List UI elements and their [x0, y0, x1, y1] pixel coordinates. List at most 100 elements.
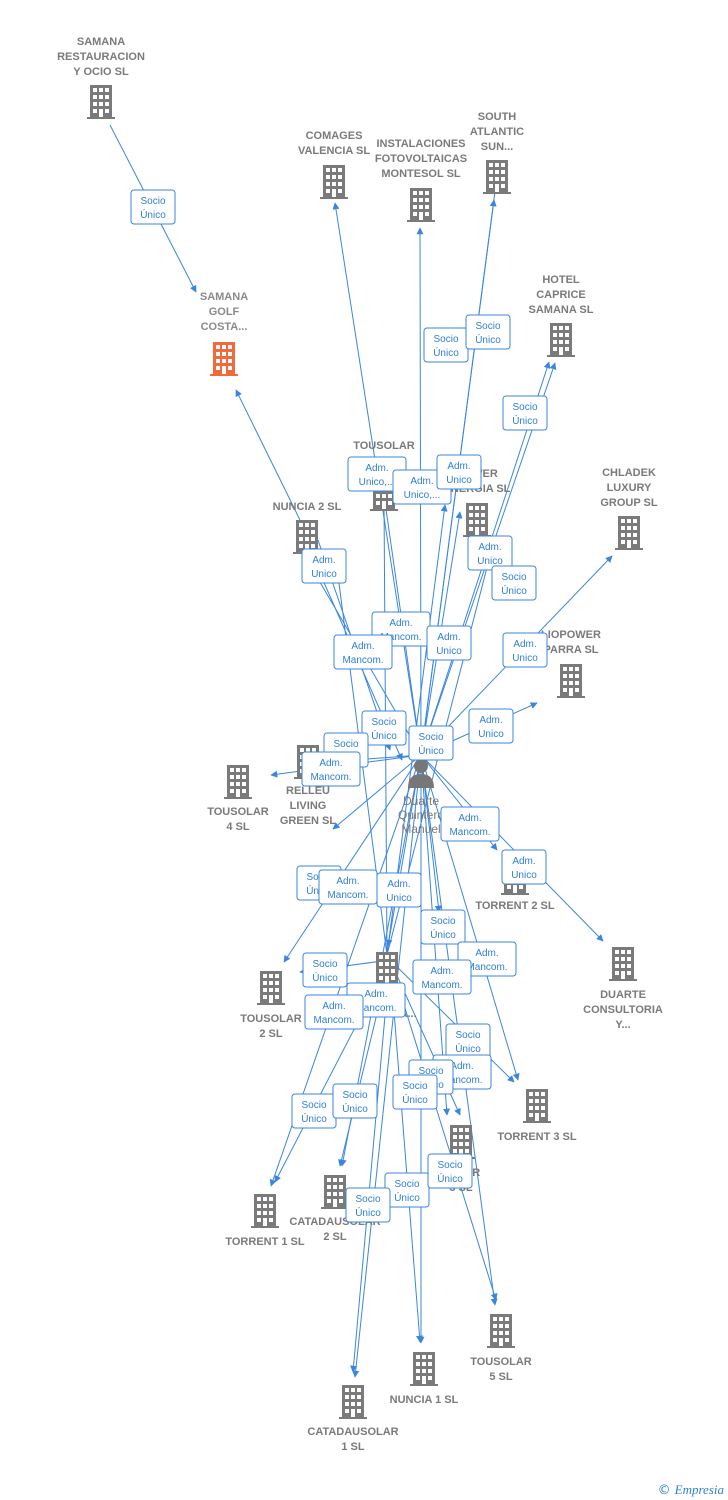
person-name-label[interactable]: Manuel — [401, 822, 440, 836]
relation-label-box[interactable]: Adm.Unico — [301, 548, 347, 584]
company-name-label[interactable]: Y OCIO SL — [73, 66, 129, 78]
company-node-nuncia1[interactable]: NUNCIA 1 SL — [390, 1352, 459, 1406]
company-name-label[interactable]: 2 SL — [259, 1028, 283, 1040]
relation-label-box[interactable]: Adm.Unico — [426, 625, 472, 661]
company-node-comages[interactable]: COMAGES VALENCIA SL — [298, 130, 370, 199]
relation-label-box[interactable]: Adm.Mancom. — [304, 994, 364, 1030]
company-name-label[interactable]: SUN... — [481, 141, 513, 153]
relation-label-box[interactable]: Adm.Mancom. — [333, 634, 393, 670]
company-name-label[interactable]: TOUSOLAR — [353, 440, 415, 452]
company-name-label[interactable]: LIVING — [290, 800, 327, 812]
company-node-instalaciones[interactable]: INSTALACIONES FOTOVOLTAICAS MONTESOL SL — [375, 138, 467, 222]
company-name-label[interactable]: PARRA SL — [544, 644, 599, 656]
company-name-label[interactable]: CHLADEK — [602, 467, 656, 479]
company-name-label[interactable]: RELLEU — [286, 785, 330, 797]
building-icon[interactable] — [410, 1352, 438, 1386]
building-icon[interactable] — [321, 1175, 349, 1209]
company-node-chladek[interactable]: CHLADEK LUXURY GROUP SL — [600, 467, 658, 550]
company-name-label[interactable]: COSTA... — [201, 321, 248, 333]
building-icon[interactable] — [463, 503, 491, 537]
company-name-label[interactable]: LIOPOWER — [541, 629, 601, 641]
company-name-label[interactable]: LUXURY — [607, 482, 652, 494]
person-name-label[interactable]: Duarte — [403, 794, 439, 808]
company-name-label[interactable]: INSTALACIONES — [376, 138, 465, 150]
company-name-label[interactable]: SAMANA — [200, 291, 248, 303]
company-name-label[interactable]: CONSULTORIA — [583, 1004, 663, 1016]
company-node-torrent1[interactable]: TORRENT 1 SL — [225, 1194, 305, 1248]
company-name-label[interactable]: DUARTE — [600, 989, 646, 1001]
company-name-label[interactable]: TOUSOLAR — [207, 806, 269, 818]
company-name-label[interactable]: CATADAUSOLAR — [307, 1426, 398, 1438]
company-name-label[interactable]: 5 SL — [489, 1371, 513, 1383]
building-icon[interactable] — [257, 971, 285, 1005]
company-node-south-atlantic[interactable]: SOUTHATLANTICSUN... — [470, 111, 524, 194]
company-node-tousolar-top[interactable]: TOUSOLAR — [353, 440, 415, 511]
relation-label-box[interactable]: Adm.Mancom. — [412, 959, 472, 995]
company-name-label[interactable]: MONTESOL SL — [381, 168, 461, 180]
building-icon[interactable] — [523, 1089, 551, 1123]
building-icon[interactable] — [609, 947, 637, 981]
relation-label-box[interactable]: Adm.Unico — [468, 708, 514, 744]
company-name-label[interactable]: RESTAURACION — [57, 51, 145, 63]
building-icon[interactable] — [339, 1385, 367, 1419]
company-node-nuncia2[interactable]: NUNCIA 2 SL — [273, 501, 342, 554]
company-name-label[interactable]: 1 SL — [341, 1441, 365, 1453]
building-icon[interactable] — [373, 952, 401, 986]
relation-label-box[interactable]: Adm.Unico — [436, 454, 482, 490]
company-name-label[interactable]: TORRENT 3 SL — [497, 1131, 577, 1143]
building-icon[interactable] — [483, 160, 511, 194]
building-icon[interactable] — [547, 323, 575, 357]
building-icon[interactable] — [251, 1194, 279, 1228]
company-name-label[interactable]: FOTOVOLTAICAS — [375, 153, 467, 165]
relation-label-box[interactable]: Adm.Unico — [467, 535, 513, 571]
company-name-label[interactable]: SAMANA SL — [529, 304, 594, 316]
company-name-label[interactable]: CAPRICE — [536, 289, 586, 301]
building-icon[interactable] — [487, 1314, 515, 1348]
company-node-hotel-caprice[interactable]: HOTEL CAPRICE SAMANA SL — [529, 274, 594, 357]
company-node-torrent3[interactable]: TORRENT 3 SL — [497, 1089, 577, 1143]
company-name-label[interactable]: ATLANTIC — [470, 126, 524, 138]
relation-label-box[interactable]: Adm.Mancom. — [457, 941, 517, 977]
building-icon[interactable] — [557, 664, 585, 698]
company-name-label[interactable]: TORRENT 1 SL — [225, 1236, 305, 1248]
building-icon[interactable] — [615, 516, 643, 550]
company-name-label[interactable]: Y... — [615, 1019, 630, 1031]
relation-label-box[interactable]: Adm.Unico — [376, 872, 422, 908]
company-name-label[interactable]: VALENCIA SL — [298, 145, 370, 157]
company-name-label[interactable]: 2 SL — [323, 1231, 347, 1243]
company-node-duarte-consultoria[interactable]: DUARTE CONSULTORIA Y... — [583, 947, 663, 1031]
company-node-relleu[interactable]: RELLEU LIVING GREEN SL — [280, 745, 337, 827]
company-name-label[interactable]: COMAGES — [306, 130, 363, 142]
company-node-catadausolar1[interactable]: CATADAUSOLAR 1 SL — [307, 1385, 399, 1453]
company-name-label[interactable]: GROUP SL — [600, 497, 658, 509]
company-name-label[interactable]: TORRENT 2 SL — [475, 900, 555, 912]
brand-watermark[interactable]: ©Empresia — [658, 1482, 724, 1498]
company-name-label[interactable]: HOTEL — [542, 274, 580, 286]
company-name-label[interactable]: GREEN SL — [280, 815, 337, 827]
person-name-label[interactable]: Quintero — [398, 808, 444, 822]
relation-label-box[interactable]: Adm.Unico — [502, 632, 548, 668]
company-name-label[interactable]: NUNCIA 1 SL — [390, 1394, 459, 1406]
building-icon[interactable] — [224, 765, 252, 799]
relation-label-box[interactable]: Adm.Mancom. — [301, 751, 361, 787]
company-node-torrent2[interactable]: TORRENT 2 SL — [475, 861, 555, 912]
company-name-label[interactable]: SAMANA — [77, 36, 125, 48]
